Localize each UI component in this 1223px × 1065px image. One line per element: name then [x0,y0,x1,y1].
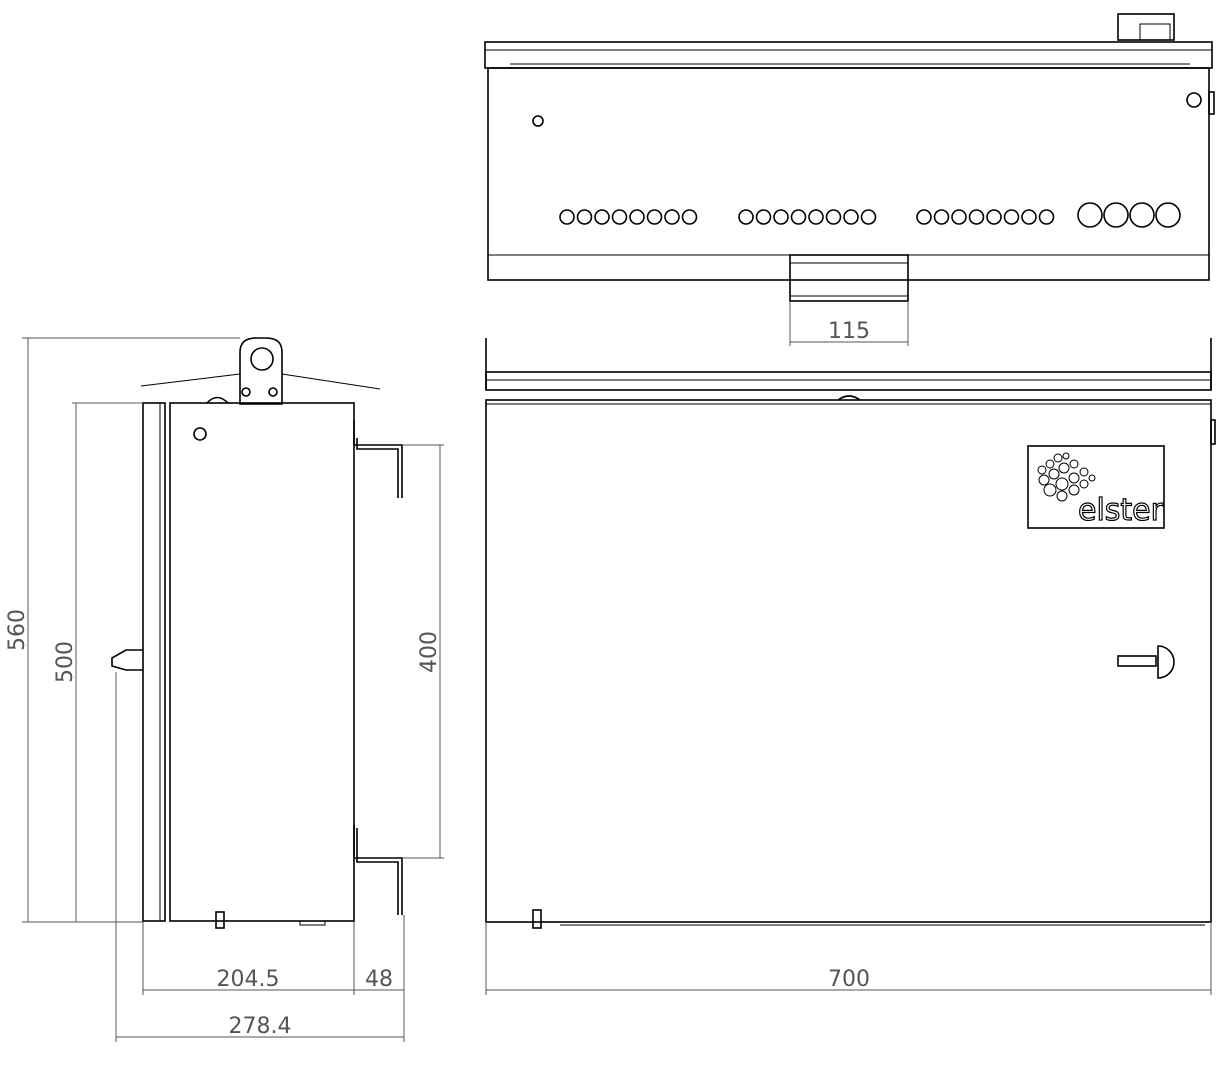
cable-gland-small [738,209,754,225]
cable-gland-small [790,209,807,225]
cable-gland-row [559,202,1181,228]
side-screw [193,427,207,441]
dim-enclosure-width: 700 [828,967,870,992]
cable-gland-small [825,209,842,225]
side-body [169,402,355,922]
cable-gland-large [1129,202,1155,228]
cable-gland-small [664,209,680,225]
top-view [484,13,1215,302]
cable-gland-small [916,209,932,225]
cable-gland-small [986,209,1002,225]
cable-gland-small [576,209,593,225]
front-view: elster [485,338,1216,929]
side-door [142,402,166,922]
dim-enclosure-depth: 204.5 [217,967,280,992]
top-view-latch [1117,13,1175,41]
cable-gland-small [860,209,877,225]
cable-gland-small [594,209,610,225]
cable-gland-small [1021,209,1037,225]
front-door [485,399,1212,923]
elster-logo-box [1027,445,1165,529]
wall-bracket-bottom [353,825,403,915]
dimension-lines [22,301,1212,1042]
cable-gland-small [646,209,663,225]
dim-enclosure-height: 500 [53,641,78,683]
dim-top-bracket: 115 [828,319,870,344]
dim-overall-depth: 278.4 [229,1014,292,1039]
cable-gland-small [755,209,772,225]
elster-logo-icon [1037,452,1096,502]
cable-gland-small [629,209,645,225]
cable-gland-small [681,209,698,225]
cable-gland-small [968,209,985,225]
wall-bracket-top [353,420,403,498]
top-bracket [789,254,909,302]
side-view [111,337,403,929]
cable-gland-small [1003,209,1020,225]
dim-bracket-spacing: 400 [417,631,442,673]
door-handle [1117,645,1175,679]
cable-gland-small [808,209,824,225]
cable-gland-small [611,209,628,225]
cable-gland-large [1103,202,1129,228]
cable-gland-small [951,209,967,225]
cable-gland-small [1038,209,1055,225]
dim-total-height: 560 [5,609,30,651]
cable-gland-small [843,209,859,225]
lifting-eye [239,337,283,405]
top-view-screw [532,115,544,127]
front-bottom-screw [532,909,542,929]
elster-logo-text: elster [1078,493,1164,528]
cable-gland-small [933,209,950,225]
side-handle [111,649,143,671]
dim-bracket-depth: 48 [365,967,393,992]
cable-gland-small [773,209,789,225]
dimension-labels: 115 560 500 400 204.5 48 278.4 700 [5,319,870,1039]
cable-gland-small [559,209,575,225]
top-view-body [487,67,1210,281]
top-view-screw [1186,92,1202,108]
front-top-rail [485,371,1212,391]
cable-gland-large [1155,202,1181,228]
cable-gland-large [1077,202,1103,228]
